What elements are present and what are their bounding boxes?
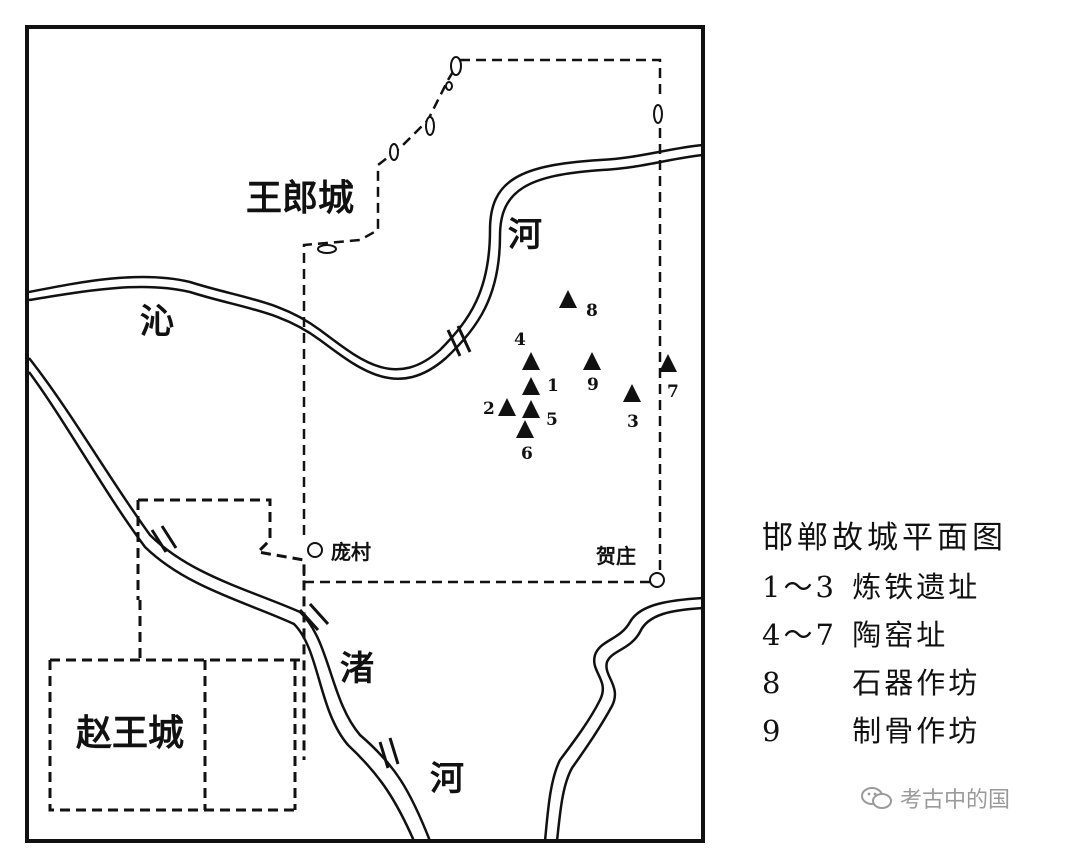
site-number-4: 4 [514, 330, 526, 350]
wall-fragments [307, 56, 665, 588]
southern-river [543, 596, 704, 842]
qin-river [28, 143, 704, 380]
pangcun-marker [307, 542, 323, 558]
legend-range: 1～3 [762, 570, 837, 604]
legend-row-bone: 9 制骨作坊 [762, 707, 1072, 755]
legend-range: 8 [762, 666, 784, 700]
legend-row-kiln: 4～7 陶窑址 [762, 611, 1072, 659]
site-6-triangle [516, 420, 534, 438]
handan-outer-wall [302, 58, 662, 584]
label-wanglang-city: 王郎城 [246, 178, 354, 219]
site-2-triangle [498, 398, 516, 416]
label-qin-river-char2: 河 [508, 215, 542, 255]
site-number-8: 8 [586, 301, 598, 321]
site-number-9: 9 [587, 375, 599, 395]
watermark: 考古中的国 [860, 782, 1010, 814]
map-frame [25, 25, 705, 843]
site-5-triangle [522, 400, 540, 418]
legend-desc: 陶窑址 [852, 618, 949, 652]
label-pangcun: 庞村 [331, 540, 371, 564]
site-7-triangle [659, 354, 677, 372]
legend-row-stone: 8 石器作坊 [762, 659, 1072, 707]
zhu-river [27, 357, 432, 842]
site-1-triangle [522, 377, 540, 395]
site-markers [498, 290, 677, 438]
watermark-text: 考古中的国 [900, 788, 1011, 813]
label-zhu-river-char2: 河 [430, 759, 464, 799]
site-number-7: 7 [667, 382, 679, 402]
wechat-icon [861, 787, 892, 809]
label-zhu-river-char1: 渚 [340, 649, 374, 689]
site-number-3: 3 [627, 412, 639, 432]
legend-desc: 石器作坊 [852, 666, 981, 700]
map-legend: 邯郸故城平面图 1～3 炼铁遗址 4～7 陶窑址 8 石器作坊 9 制骨作坊 [762, 512, 1072, 755]
site-number-6: 6 [521, 444, 533, 464]
hezhuang-marker [649, 572, 665, 588]
site-number-5: 5 [546, 410, 558, 430]
site-4-triangle [522, 352, 540, 370]
label-hezhuang: 贺庄 [596, 544, 636, 568]
site-8-triangle [559, 290, 577, 308]
site-numbers: 8 4 1 2 5 6 9 3 7 [483, 301, 679, 464]
legend-desc: 制骨作坊 [852, 714, 981, 748]
site-9-triangle [583, 352, 601, 370]
legend-row-iron: 1～3 炼铁遗址 [762, 563, 1072, 611]
legend-range: 4～7 [762, 618, 837, 652]
legend-desc: 炼铁遗址 [852, 570, 981, 604]
legend-range: 9 [762, 714, 784, 748]
site-3-triangle [623, 384, 641, 402]
label-qin-river-char1: 沁 [140, 302, 174, 342]
zhao-king-city-wall [48, 498, 306, 812]
site-number-1: 1 [547, 376, 559, 396]
site-number-2: 2 [483, 399, 495, 419]
legend-title: 邯郸故城平面图 [762, 520, 1007, 556]
label-zhao-king-city: 赵王城 [76, 713, 184, 754]
